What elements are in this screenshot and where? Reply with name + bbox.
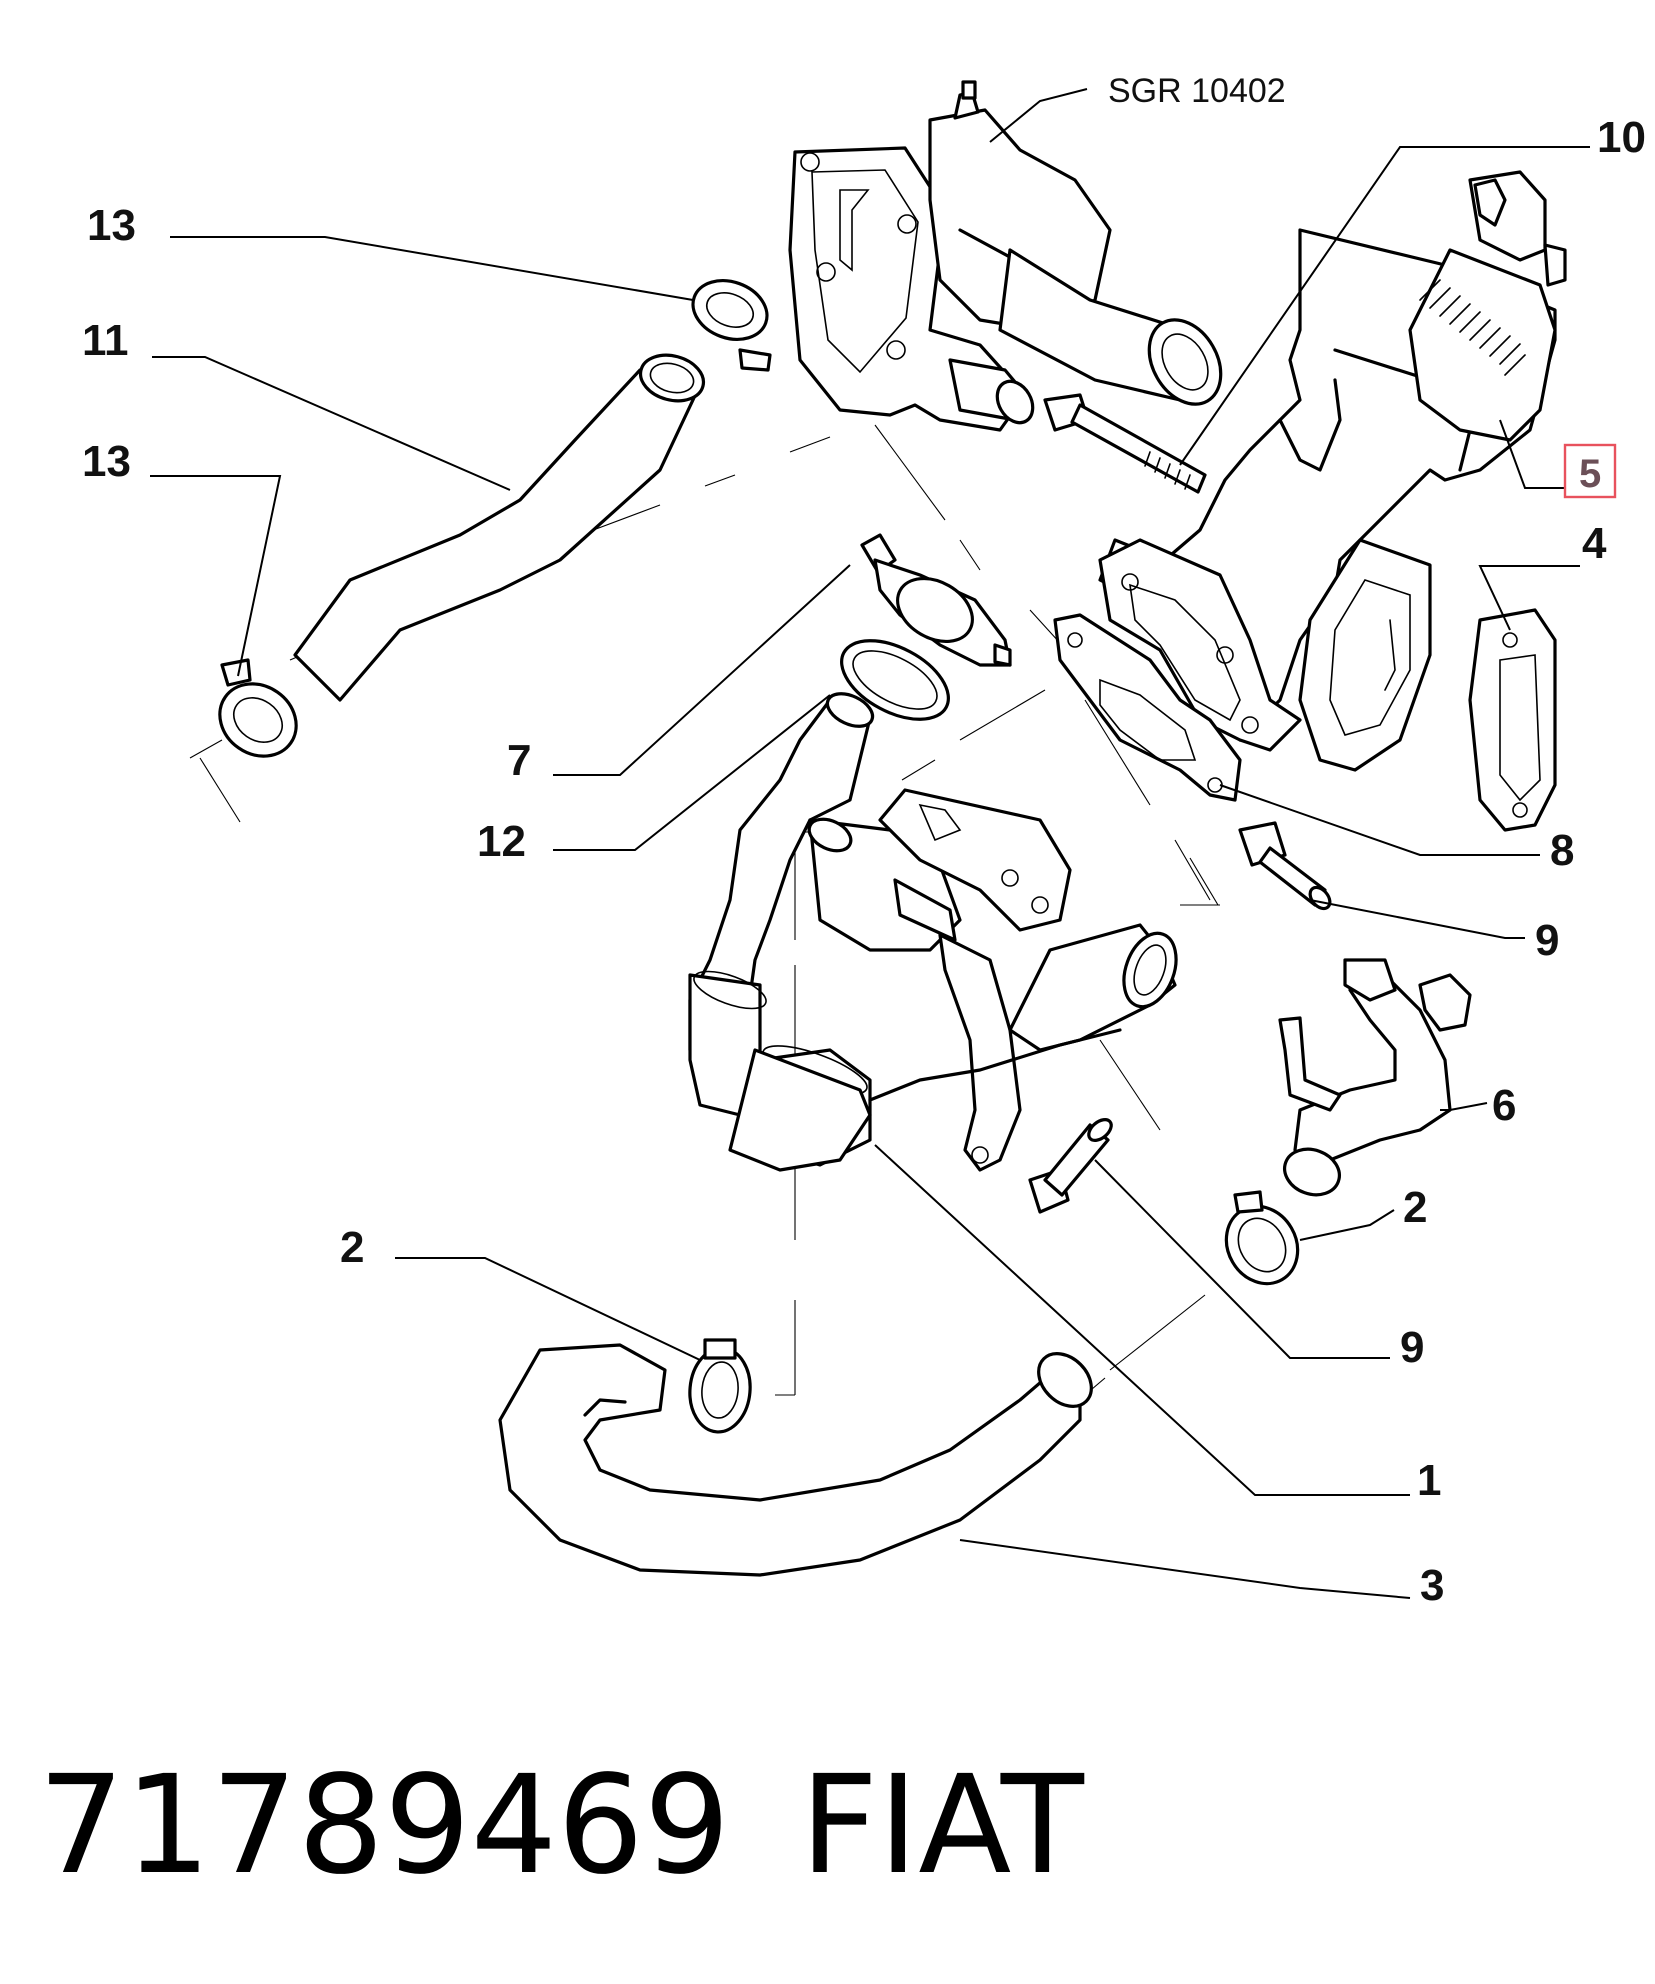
callout-9-upper: 9: [1535, 916, 1559, 965]
callout-7: 7: [507, 736, 531, 785]
callout-13-upper: 13: [87, 201, 136, 250]
bolt-9-lower: [1028, 1118, 1113, 1214]
callout-13-lower: 13: [82, 437, 131, 486]
pipe-assembly-1: [688, 692, 1178, 1172]
callout-1: 1: [1417, 1456, 1441, 1505]
clamp-13-lower: [218, 658, 298, 758]
hose-11: [293, 353, 706, 702]
o-ring-12: [840, 639, 950, 721]
callout-2-right: 2: [1403, 1183, 1427, 1232]
clamp-2-left: [688, 1338, 752, 1434]
clamp-2-right: [1224, 1190, 1300, 1286]
thermostat-housing: [788, 80, 1223, 432]
callout-2-left: 2: [340, 1223, 364, 1272]
egr-valve-5: [1098, 170, 1567, 772]
callout-3: 3: [1420, 1561, 1444, 1610]
leader-lines: [150, 88, 1590, 1599]
bolt-9-upper: [1238, 821, 1332, 911]
callout-6: 6: [1492, 1081, 1516, 1130]
callout-5: 5: [1579, 452, 1601, 496]
hose-3: [498, 1343, 1093, 1577]
callout-11: 11: [82, 316, 129, 365]
clamp-13-upper: [691, 279, 772, 372]
coolant-pipe-6: [1278, 958, 1472, 1197]
connector-7: [860, 533, 1012, 667]
reference-label: SGR 10402: [1108, 72, 1286, 110]
callout-4: 4: [1582, 519, 1607, 568]
callout-10: 10: [1597, 113, 1646, 162]
callout-12: 12: [477, 817, 526, 866]
callout-9-lower: 9: [1400, 1323, 1424, 1372]
callout-8: 8: [1550, 826, 1574, 875]
gasket-4: [1468, 608, 1557, 832]
part-number-caption: 71789469: [38, 1747, 730, 1905]
brand-caption: FIAT: [800, 1747, 1085, 1905]
gasket-8: [1053, 613, 1242, 802]
callout-5-highlight: 5: [1563, 443, 1617, 499]
bolt-10: [1043, 393, 1207, 494]
